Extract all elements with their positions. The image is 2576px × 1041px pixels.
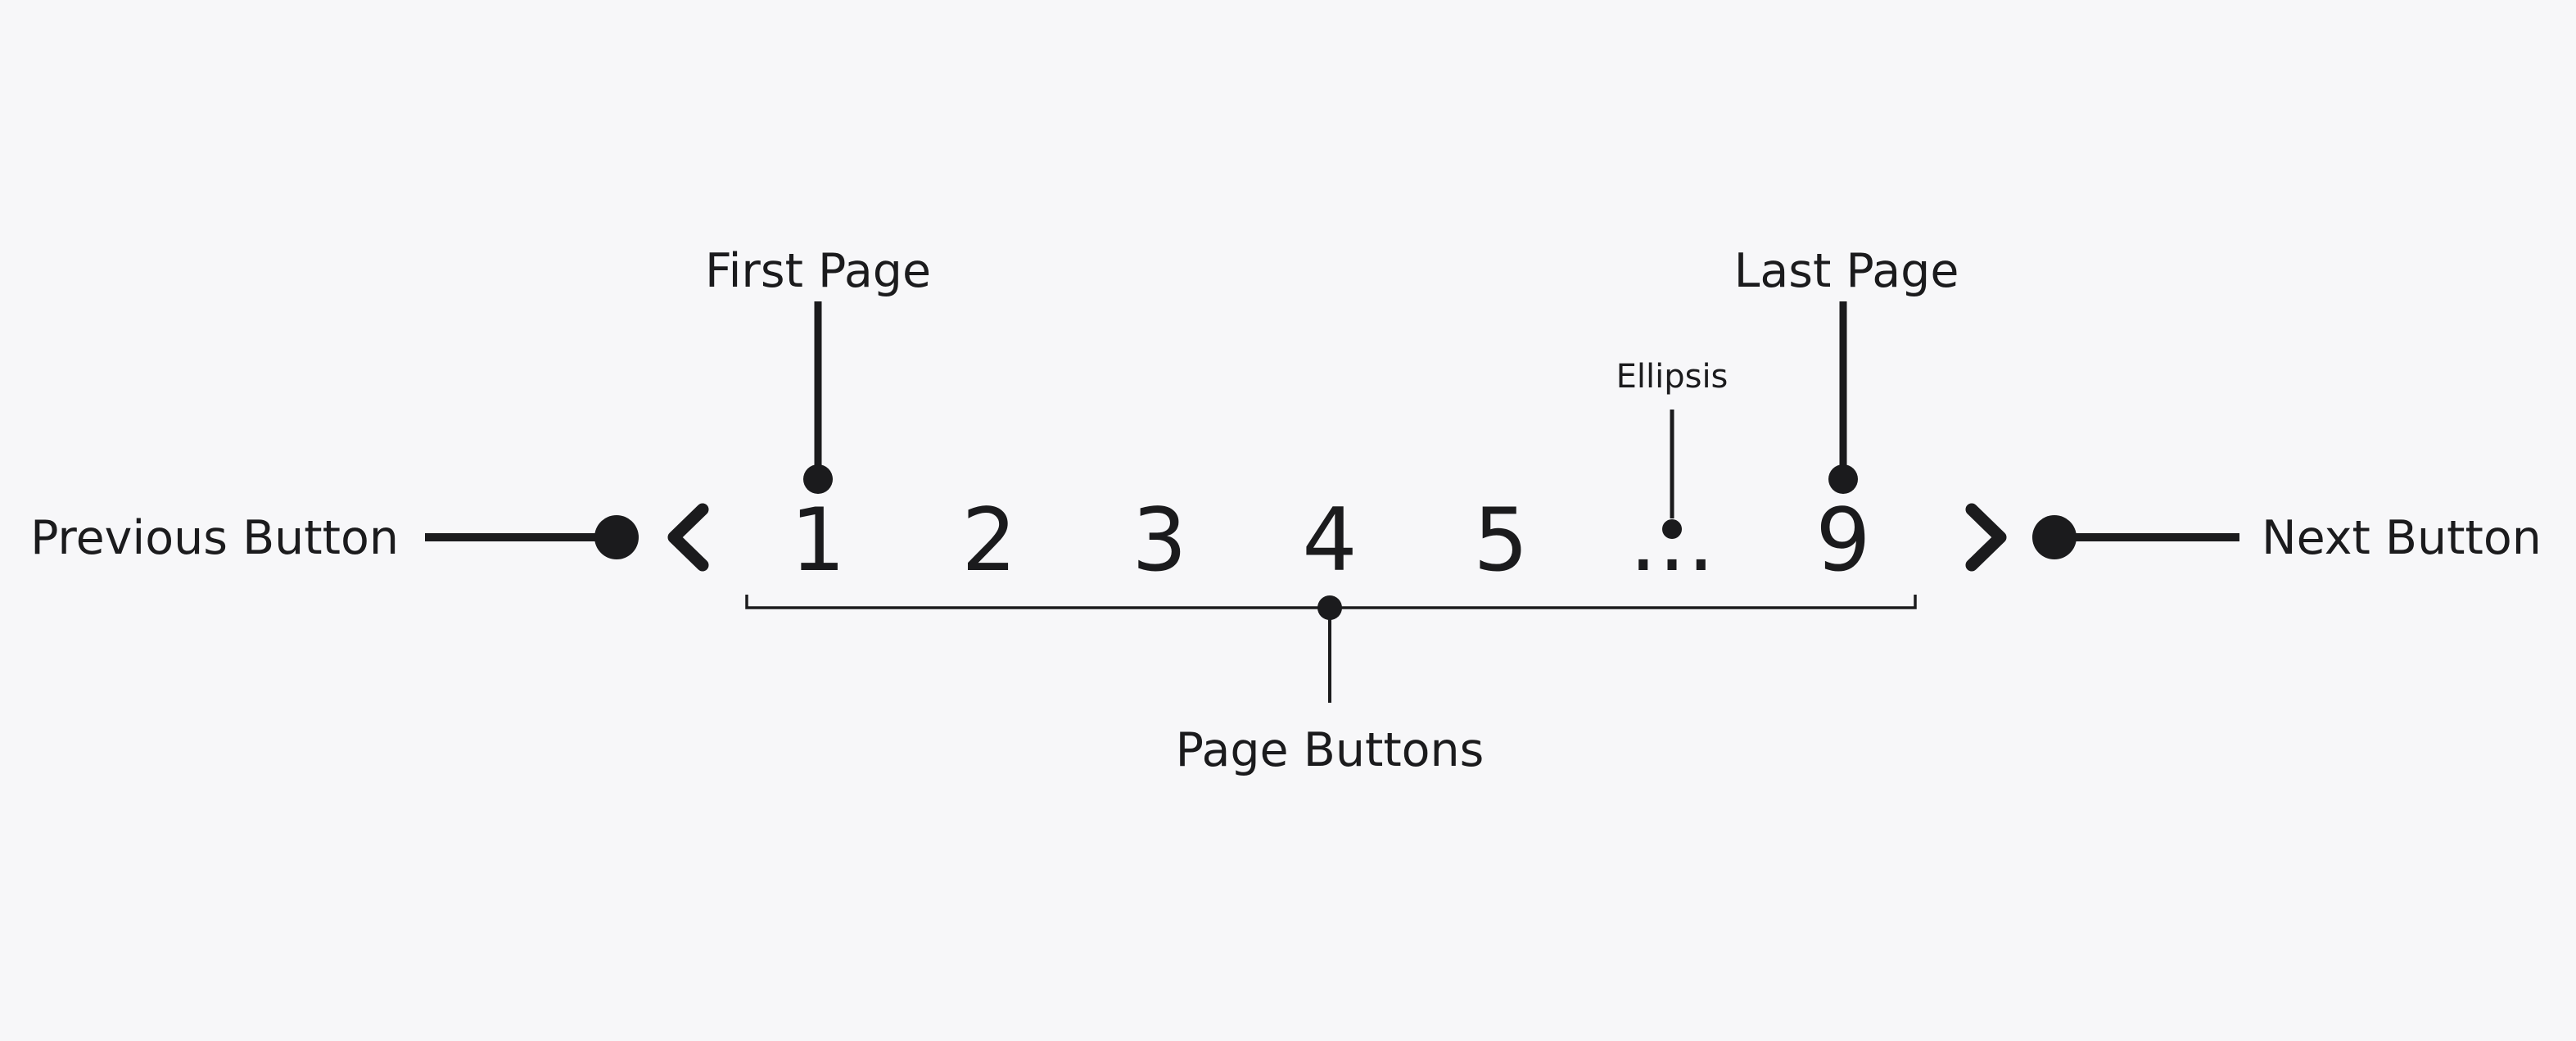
page-button-2[interactable]: 2 <box>961 490 1017 591</box>
chevron-right-icon[interactable] <box>1965 503 2007 572</box>
last-page-callout-dot <box>1828 464 1858 494</box>
next-button-label: Next Button <box>2262 511 2542 565</box>
page-button-5[interactable]: 5 <box>1473 490 1529 591</box>
ellipsis-callout-dot <box>1662 519 1682 539</box>
page-buttons-label: Page Buttons <box>1175 723 1485 777</box>
first-page-callout-dot <box>803 464 833 494</box>
page-button-1[interactable]: 1 <box>790 490 846 591</box>
ellipsis-item: … <box>1629 490 1715 591</box>
page-button-3[interactable]: 3 <box>1132 490 1187 591</box>
previous-callout-dot <box>594 515 639 559</box>
first-page-label: First Page <box>704 244 932 298</box>
ellipsis-label: Ellipsis <box>1616 358 1729 396</box>
previous-button-label: Previous Button <box>30 511 399 565</box>
page-button-4[interactable]: 4 <box>1302 490 1358 591</box>
last-page-label: Last Page <box>1733 244 1959 298</box>
page-button-9[interactable]: 9 <box>1815 490 1871 591</box>
chevron-left-icon[interactable] <box>667 503 709 572</box>
